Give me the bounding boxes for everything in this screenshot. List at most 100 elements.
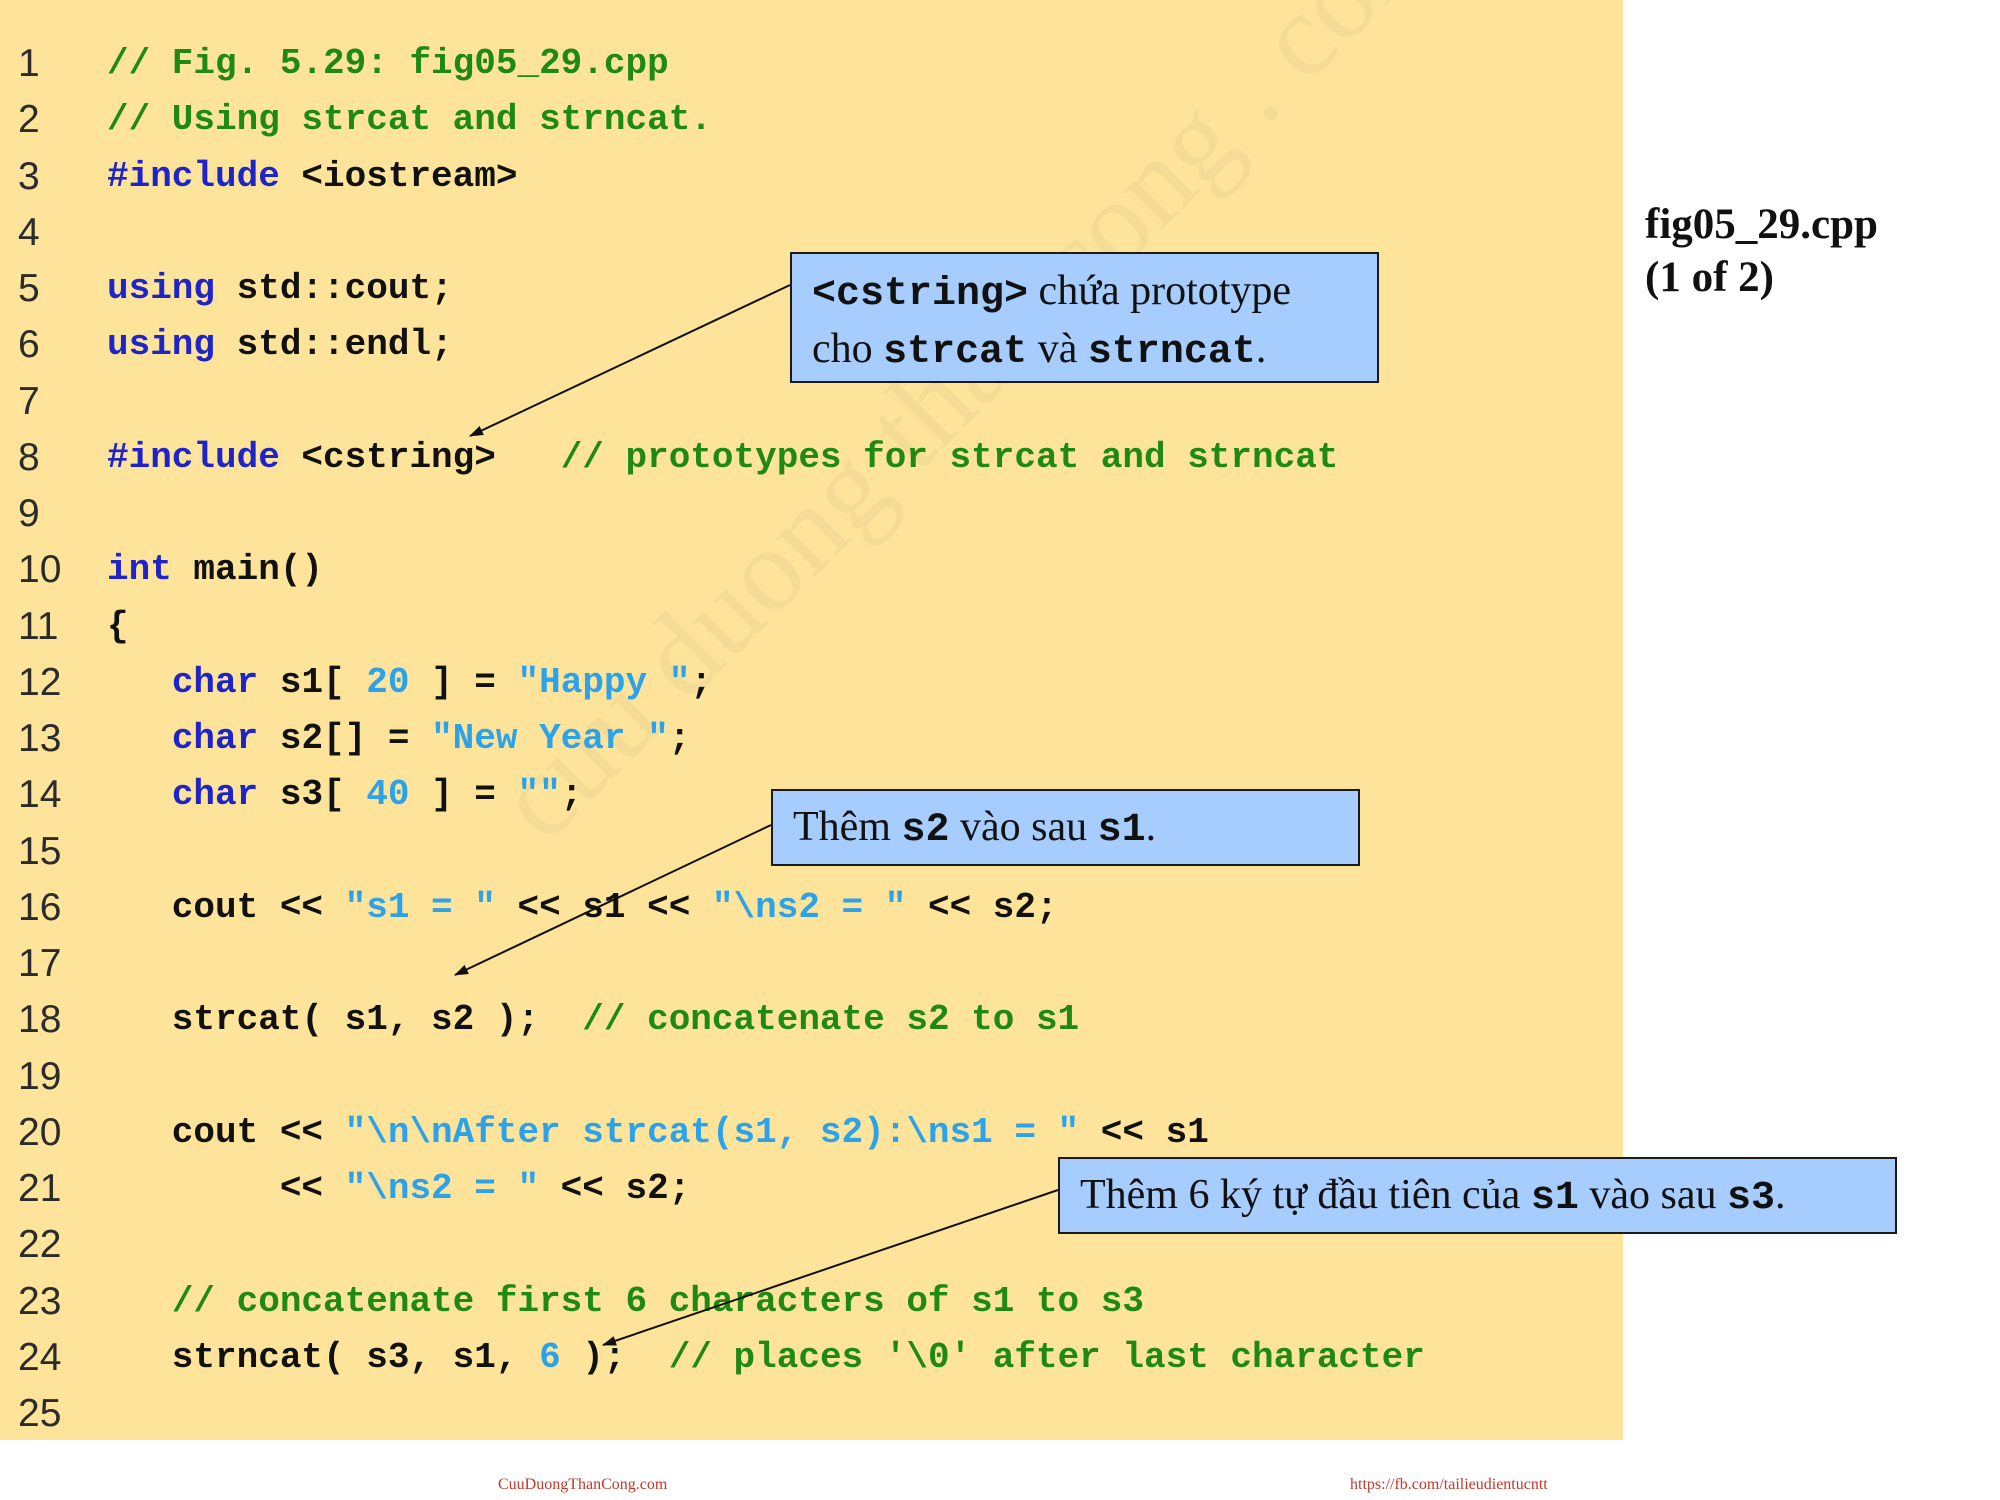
line-number: 4 <box>18 210 40 254</box>
code-line: 9 <box>0 486 1623 542</box>
code-text: char s1[ 20 ] = "Happy "; <box>107 655 712 711</box>
callout-text: cho <box>812 326 884 372</box>
callout-text: . <box>1255 326 1267 372</box>
code-text: #include <cstring> // prototypes for str… <box>107 430 1338 486</box>
code-token: ; <box>690 661 712 703</box>
code-text: strncat( s3, s1, 6 ); // places '\0' aft… <box>107 1330 1425 1386</box>
code-token: strcat( s1, s2 ); <box>107 999 583 1041</box>
callout-strcat: Thêm s2 vào sau s1. <box>771 789 1360 866</box>
code-comment: // prototypes for strcat and strncat <box>560 436 1339 478</box>
line-number: 6 <box>18 323 40 367</box>
callout-text: . <box>1145 804 1157 850</box>
code-keyword: int <box>107 549 172 591</box>
code-line: 7 <box>0 374 1623 430</box>
code-text: strcat( s1, s2 ); // concatenate s2 to s… <box>107 992 1079 1048</box>
code-literal: 6 <box>539 1336 561 1378</box>
callout-text: vào sau <box>949 804 1098 850</box>
code-line: 4 <box>0 205 1623 261</box>
code-literal: "\n\nAfter strcat(s1, s2):\ns1 = " <box>344 1111 1080 1153</box>
code-keyword: using <box>107 324 216 366</box>
code-text: char s3[ 40 ] = ""; <box>107 767 583 823</box>
footer-left-link[interactable]: CuuDuongThanCong.com <box>498 1476 668 1493</box>
code-keyword: using <box>107 268 216 309</box>
code-line: 16 cout << "s1 = " << s1 << "\ns2 = " <<… <box>0 880 1623 936</box>
code-comment: // places '\0' after last character <box>668 1336 1425 1378</box>
code-text: using std::cout; <box>107 261 453 317</box>
line-number: 19 <box>18 1054 62 1098</box>
line-number: 17 <box>18 942 62 985</box>
code-line: 24 strncat( s3, s1, 6 ); // places '\0' … <box>0 1330 1623 1386</box>
code-token: ; <box>560 774 583 816</box>
callout-text: Thêm <box>793 804 902 850</box>
callout-code: s1 <box>1097 808 1146 853</box>
line-number: 1 <box>18 42 40 85</box>
code-text: // Fig. 5.29: fig05_29.cpp <box>107 36 669 92</box>
line-number: 16 <box>18 885 62 929</box>
code-comment: // Using strcat and strncat. <box>107 99 712 141</box>
callout-strncat: Thêm 6 ký tự đầu tiên của s1 vào sau s3. <box>1058 1157 1897 1234</box>
code-token: ] = <box>409 661 518 703</box>
code-line: 2 // Using strcat and strncat. <box>0 92 1623 148</box>
callout-code: s3 <box>1726 1176 1775 1221</box>
line-number: 5 <box>18 267 40 310</box>
callout-text: . <box>1774 1172 1786 1218</box>
code-keyword: char <box>171 718 259 759</box>
code-text: int main() <box>107 542 323 598</box>
code-token: std::cout; <box>215 268 453 309</box>
code-literal: 20 <box>366 661 410 703</box>
code-line: 18 strcat( s1, s2 ); // concatenate s2 t… <box>0 992 1623 1048</box>
code-text: // concatenate first 6 characters of s1 … <box>107 1274 1144 1330</box>
code-token: << s1 << <box>495 886 712 928</box>
code-line: 6 using std::endl; <box>0 317 1623 373</box>
line-number: 2 <box>18 98 40 142</box>
code-text: #include <iostream> <box>107 149 517 205</box>
code-text: cout << "\n\nAfter strcat(s1, s2):\ns1 =… <box>107 1105 1209 1161</box>
callout-text: Thêm 6 ký tự đầu tiên của <box>1080 1172 1531 1218</box>
callout-text: và <box>1027 326 1088 372</box>
code-token: <iostream> <box>279 155 518 197</box>
footer-right-link[interactable]: https://fb.com/tailieudientucntt <box>1350 1476 1548 1493</box>
code-token: << s1 <box>1079 1111 1209 1153</box>
code-text: using std::endl; <box>107 317 453 373</box>
code-keyword: char <box>171 774 259 816</box>
code-line: 21 << "\ns2 = " << s2; <box>0 1161 1623 1217</box>
slide-title-filename: fig05_29.cpp <box>1645 201 1878 248</box>
line-number: 9 <box>18 492 40 535</box>
line-number: 20 <box>18 1110 62 1154</box>
slide-title-page: (1 of 2) <box>1645 254 1774 301</box>
line-number: 25 <box>18 1392 62 1435</box>
callout-cstring: <cstring> chứa prototype cho strcat và s… <box>790 252 1379 383</box>
code-line: 25 <box>0 1386 1623 1442</box>
callout-code: s1 <box>1530 1176 1579 1221</box>
code-line: 8 #include <cstring> // prototypes for st… <box>0 430 1623 486</box>
line-number: 21 <box>18 1167 62 1210</box>
code-line: 11 { <box>0 599 1623 655</box>
code-line: 15 <box>0 824 1623 880</box>
code-keyword: #include <box>107 436 280 478</box>
line-number: 23 <box>18 1279 62 1323</box>
line-number: 14 <box>18 773 62 817</box>
code-line: 17 <box>0 936 1623 992</box>
code-line: 12 char s1[ 20 ] = "Happy "; <box>0 655 1623 711</box>
code-line: 3#include <iostream> <box>0 149 1623 205</box>
callout-code: strncat <box>1087 330 1256 375</box>
line-number: 22 <box>18 1223 62 1267</box>
code-token: { <box>107 605 129 647</box>
callout-text: chứa prototype <box>1028 268 1292 314</box>
code-token: ; <box>668 718 691 759</box>
code-token: << s2; <box>539 1168 691 1209</box>
code-token: ] = <box>409 774 518 816</box>
code-comment: // concatenate first 6 characters of s1 … <box>171 1280 1144 1322</box>
code-token: main() <box>171 549 324 591</box>
line-number: 11 <box>18 604 59 648</box>
line-number: 8 <box>18 435 40 479</box>
code-token: cout << <box>107 886 345 928</box>
code-keyword: #include <box>107 155 280 197</box>
code-literal: "New Year " <box>431 718 669 759</box>
arrow-strcat <box>454 824 772 976</box>
line-number: 24 <box>18 1335 62 1379</box>
slide-title: fig05_29.cpp (1 of 2) <box>1645 198 1878 304</box>
callout-code: <cstring> <box>812 272 1029 317</box>
code-comment: // Fig. 5.29: fig05_29.cpp <box>107 43 669 84</box>
